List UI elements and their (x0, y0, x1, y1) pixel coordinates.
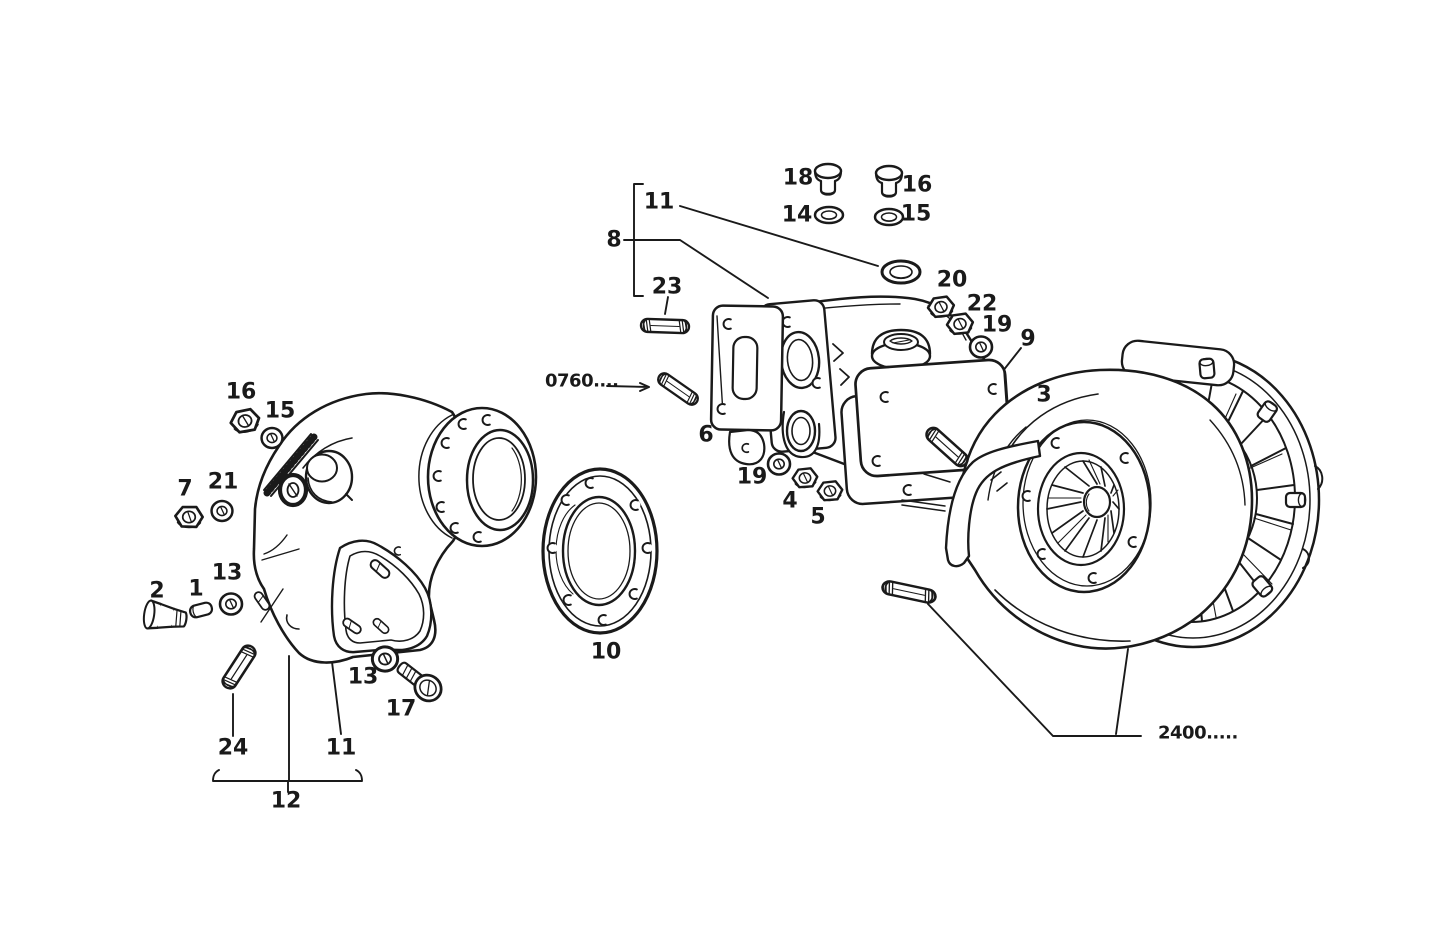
callout-16-top: 16 (901, 172, 933, 198)
nut-5 (815, 479, 845, 503)
callout-8: 8 (606, 227, 622, 253)
support-bracket (944, 439, 1042, 568)
washer-15-left (260, 426, 284, 450)
hardware-items (142, 162, 994, 703)
washer-19-top (968, 335, 994, 359)
filler-cap-boss (870, 328, 932, 371)
seal-ring-11 (277, 472, 309, 508)
callout-2: 2 (149, 578, 165, 604)
callout-14: 14 (781, 202, 813, 228)
callout-12: 12 (270, 788, 302, 814)
slotted-flange-plate-6 (709, 304, 785, 466)
washer-14 (813, 205, 845, 225)
plug-2 (142, 599, 188, 630)
elbow-support-lugs (330, 539, 433, 654)
seal-ring-11-top (880, 259, 922, 285)
turbocharger-assembly (944, 339, 1324, 650)
callout-15-top: 15 (900, 201, 932, 227)
callout-7: 7 (177, 476, 193, 502)
callout-21: 21 (207, 469, 239, 495)
impeller (1046, 459, 1120, 558)
callout-18: 18 (782, 165, 814, 191)
callout-10: 10 (590, 639, 622, 665)
nut-4 (790, 466, 820, 490)
callout-13-left: 13 (211, 560, 243, 586)
stud-23 (639, 317, 691, 335)
callout-22: 22 (966, 291, 998, 317)
bolt-17 (396, 661, 443, 703)
callout-9: 9 (1020, 326, 1036, 352)
spacer-1 (188, 601, 214, 619)
part-code-2400: 2400..... (1158, 722, 1238, 744)
stud-2400 (880, 578, 938, 606)
turbine-inlet-flange (1016, 419, 1152, 594)
washer-13-left (218, 592, 244, 616)
callout-16-left: 16 (225, 379, 257, 405)
washer-21 (210, 499, 234, 523)
washer-19-mid (766, 452, 792, 476)
elbow-boss-port (304, 449, 354, 505)
leader-lines (212, 183, 1142, 793)
callout-11-top: 11 (643, 189, 675, 215)
elbow-outlet-flange (418, 406, 538, 548)
callout-24: 24 (217, 735, 249, 761)
callout-13-bottom: 13 (347, 664, 379, 690)
callout-11-bottom: 11 (325, 735, 357, 761)
callout-6: 6 (698, 422, 714, 448)
callout-19-mid: 19 (736, 464, 768, 490)
plug-16 (874, 164, 904, 198)
nut-7 (174, 505, 204, 529)
callout-15-left: 15 (264, 398, 296, 424)
exhaust-elbow-casting (252, 391, 538, 664)
callout-20: 20 (936, 267, 968, 293)
callout-4: 4 (782, 488, 798, 514)
nut-16-left (227, 406, 263, 437)
callout-19-top: 19 (981, 312, 1013, 338)
callout-3: 3 (1036, 382, 1052, 408)
callout-1: 1 (188, 576, 204, 602)
part-code-0760: 0760.... (545, 370, 619, 392)
washer-15 (873, 207, 905, 227)
pin-24 (218, 641, 260, 693)
callout-17: 17 (385, 696, 417, 722)
callout-23: 23 (651, 274, 683, 300)
round-gasket-10 (541, 467, 659, 635)
callout-5: 5 (810, 504, 826, 530)
stud-0760 (654, 369, 702, 409)
plug-18 (813, 162, 843, 196)
